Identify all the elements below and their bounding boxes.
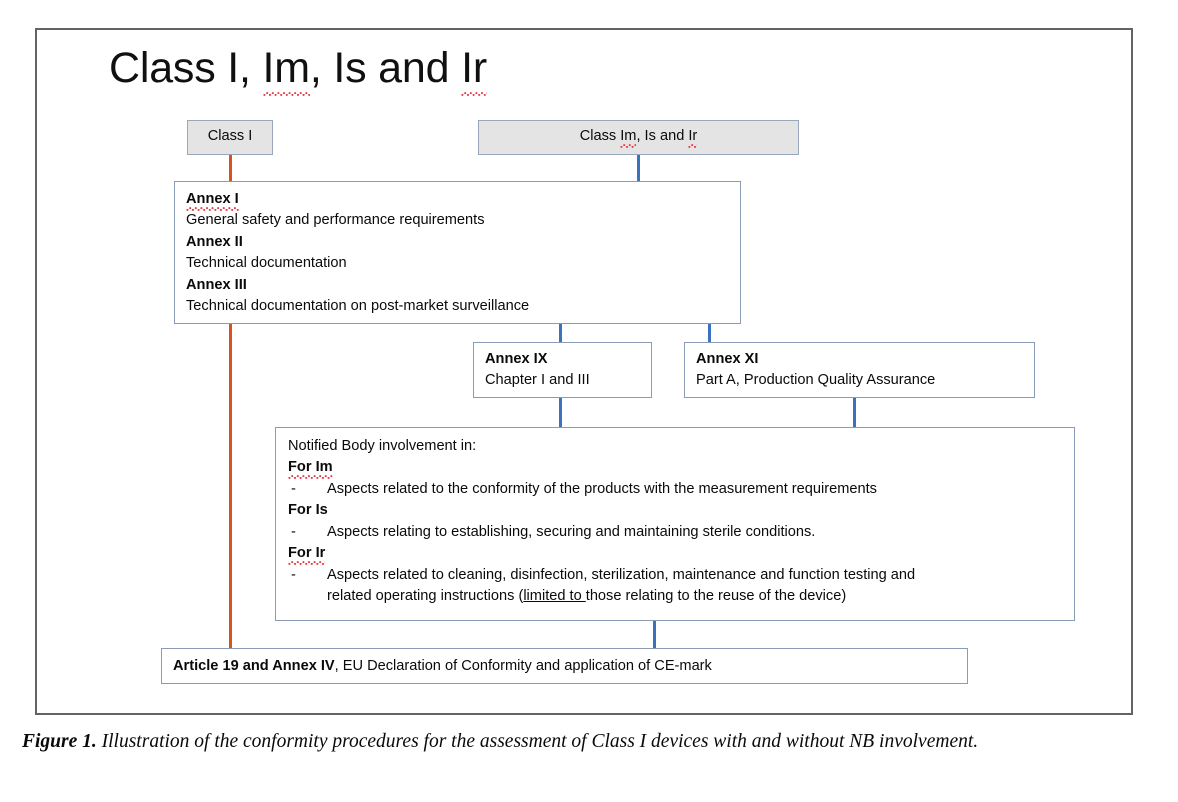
annex-ii-text: Technical documentation <box>186 255 347 272</box>
connector-nb-to-article-19 <box>653 621 656 648</box>
title-segment-3: , Is and <box>309 44 462 92</box>
title-segment-im: Im <box>262 44 310 96</box>
nb-for-is-text: Aspects relating to establishing, securi… <box>327 523 816 540</box>
article-19-bold: Article 19 and Annex IV <box>173 658 335 674</box>
connector-class-i-to-annexes <box>229 155 232 181</box>
figure-frame: Class I, Im, Is and Ir Class I Class Im,… <box>35 28 1133 715</box>
node-notified-body-involvement: Notified Body involvement in: For Im - A… <box>275 427 1075 621</box>
annex-i-title-text: Annex I <box>186 191 239 211</box>
node-class-im-is-ir: Class Im, Is and Ir <box>478 120 799 155</box>
annex-xi-text: Part A, Production Quality Assurance <box>696 372 936 389</box>
label-pre: Class <box>579 128 621 144</box>
connector-annex-xi-to-nb <box>853 398 856 427</box>
annex-xi-title: Annex XI <box>696 351 759 367</box>
nb-for-ir-text-line1: Aspects related to cleaning, disinfectio… <box>327 566 916 583</box>
node-annex-xi: Annex XI Part A, Production Quality Assu… <box>684 342 1035 398</box>
nb-for-ir-item: - Aspects related to cleaning, disinfect… <box>288 565 1062 608</box>
nb-for-im-text: Aspects related to the conformity of the… <box>327 480 877 497</box>
nb-for-ir-dash: - <box>291 566 296 583</box>
nb-for-ir-label: For Ir <box>288 543 1062 564</box>
title-segment-1: Class I, <box>109 44 263 92</box>
connector-annexes-to-annex-ix <box>559 324 562 352</box>
node-annex-ix: Annex IX Chapter I and III <box>473 342 652 398</box>
annex-ii-title: Annex II <box>186 233 243 250</box>
connector-annex-ix-to-nb <box>559 398 562 427</box>
nb-ir-seg-1: related operating instructions ( <box>327 588 524 605</box>
annex-i-title: Annex I <box>186 189 729 210</box>
nb-for-im-item: - Aspects related to the conformity of t… <box>288 479 1062 500</box>
figure-caption-label: Figure 1. <box>22 731 97 752</box>
nb-for-ir-text-line2: related operating instructions (limited … <box>327 586 1062 607</box>
label-im: Im <box>620 128 637 148</box>
node-class-im-is-ir-label: Class Im, Is and Ir <box>479 121 798 153</box>
label-ir: Ir <box>688 128 698 148</box>
article-19-rest: , EU Declaration of Conformity and appli… <box>334 658 712 674</box>
annex-ix-title: Annex IX <box>485 351 548 367</box>
figure-caption: Figure 1. Illustration of the conformity… <box>22 728 1158 756</box>
title-segment-ir: Ir <box>461 44 487 96</box>
annex-iii-title: Annex III <box>186 276 247 293</box>
connector-annexes-to-annex-xi <box>708 324 711 352</box>
nb-for-im-label-text: For Im <box>288 459 333 479</box>
node-class-i-label: Class I <box>207 128 253 144</box>
nb-for-im-dash: - <box>291 480 296 497</box>
nb-for-is-item: - Aspects relating to establishing, secu… <box>288 522 1062 543</box>
node-annex-i-ii-iii: Annex I General safety and performance r… <box>174 181 741 324</box>
node-class-i: Class I <box>187 120 273 155</box>
nb-for-is-label: For Is <box>288 502 328 519</box>
nb-ir-seg-limited-to: limited to <box>523 588 586 605</box>
figure-caption-text: Illustration of the conformity procedure… <box>96 731 979 752</box>
nb-ir-seg-3: those relating to the reuse of the devic… <box>585 588 847 605</box>
annex-iii-text: Technical documentation on post-market s… <box>186 298 530 315</box>
nb-for-is-dash: - <box>291 523 296 540</box>
annex-i-text: General safety and performance requireme… <box>186 212 485 229</box>
connector-class-im-to-annexes <box>637 155 640 181</box>
page-title: Class I, Im, Is and Ir <box>109 44 487 92</box>
annex-ix-text: Chapter I and III <box>485 372 590 389</box>
nb-for-im-label: For Im <box>288 457 1062 478</box>
nb-for-ir-label-text: For Ir <box>288 545 326 565</box>
label-mid: , Is and <box>636 128 689 144</box>
node-article-19: Article 19 and Annex IV, EU Declaration … <box>161 648 968 684</box>
connector-class-i-trunk <box>229 324 232 648</box>
nb-heading: Notified Body involvement in: <box>288 438 477 454</box>
